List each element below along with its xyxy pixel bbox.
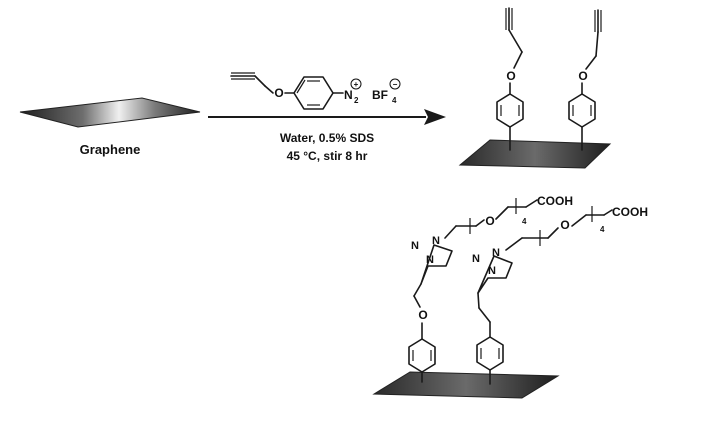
diazonium-n: N bbox=[344, 88, 353, 102]
graphene-sheet-product-bottom bbox=[372, 371, 560, 399]
condition-line-2: 45 °C, stir 8 hr bbox=[287, 149, 368, 163]
triazole-1-n-a: N bbox=[426, 254, 434, 266]
graphene-sheet-start bbox=[19, 97, 201, 128]
triazole-2-n-b: N bbox=[472, 253, 480, 265]
product-bottom-oxygen-3: O bbox=[560, 218, 569, 232]
triazole-1-n-c: N bbox=[432, 235, 440, 247]
counterion-subscript: 4 bbox=[392, 96, 397, 105]
product-top-oxygen-1: O bbox=[506, 69, 515, 83]
graphene-label: Graphene bbox=[80, 142, 141, 157]
product-bottom-oxygen-2: O bbox=[485, 214, 494, 228]
plus-charge: + bbox=[354, 80, 359, 89]
plus-charge-icon bbox=[350, 78, 362, 90]
minus-charge: − bbox=[393, 80, 398, 89]
diazonium-subscript: 2 bbox=[354, 96, 359, 105]
product-top-structure: O O bbox=[496, 7, 602, 151]
reagent-structure: O N 2 + BF 4 − bbox=[230, 72, 401, 110]
condition-line-1: Water, 0.5% SDS bbox=[280, 131, 374, 145]
arrow-head-icon bbox=[424, 109, 446, 125]
counterion: BF bbox=[372, 88, 388, 102]
triazole-1-n-b: N bbox=[411, 240, 419, 252]
repeat-subscript-1: 4 bbox=[522, 217, 527, 226]
product-bottom-oxygen-1: O bbox=[418, 308, 427, 322]
repeat-subscript-2: 4 bbox=[600, 225, 605, 234]
product-top-oxygen-2: O bbox=[578, 69, 587, 83]
triazole-2-n-c: N bbox=[492, 247, 500, 259]
cooh-label-2: COOH bbox=[612, 205, 648, 219]
reagent-oxygen: O bbox=[274, 86, 283, 100]
minus-charge-icon bbox=[389, 78, 401, 90]
graphene-sheet-product-top bbox=[458, 139, 612, 169]
cooh-label-1: COOH bbox=[537, 194, 573, 208]
product-bottom-structure: O N N N O 4 COOH N N N O bbox=[408, 194, 648, 385]
triazole-2-n-a: N bbox=[488, 265, 496, 277]
